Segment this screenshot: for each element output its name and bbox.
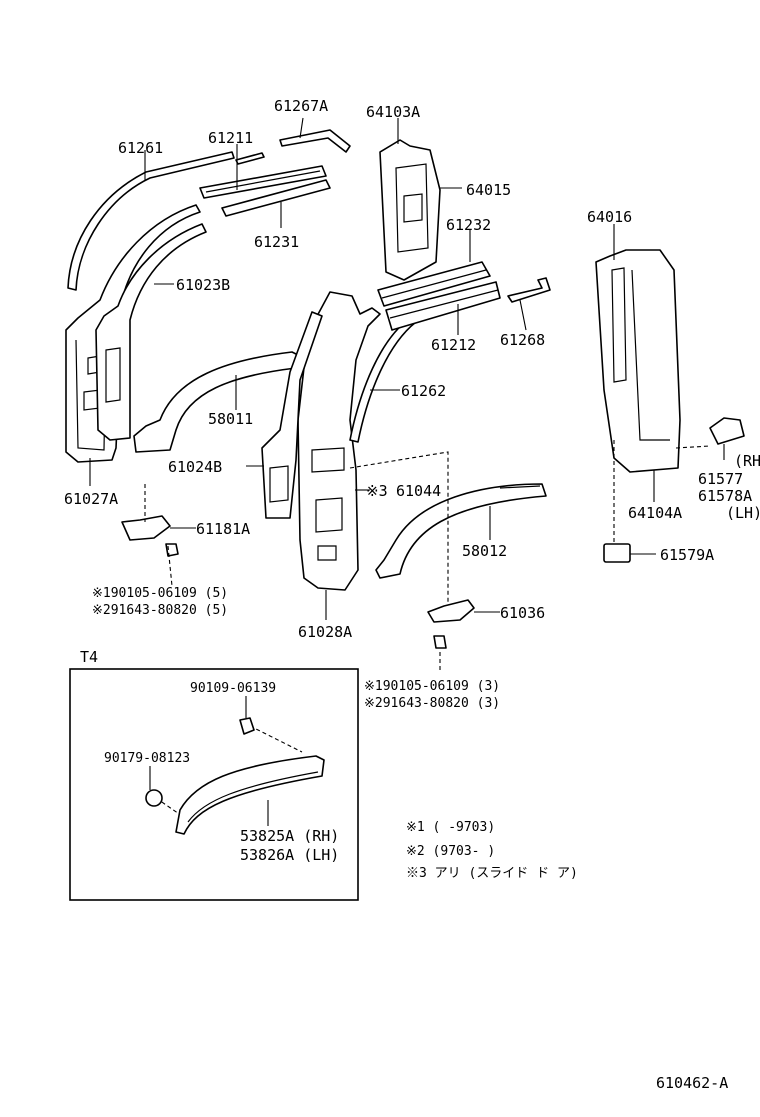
label-64104A: 64104A <box>628 504 682 522</box>
part-61579A-shape <box>603 543 631 563</box>
part-64103A-shape <box>379 139 441 281</box>
label-64103A: 64103A <box>366 103 420 121</box>
part-61028A-shape <box>297 291 381 591</box>
part-61212-shape <box>385 281 501 331</box>
label-64015: 64015 <box>466 181 511 199</box>
label-61036: 61036 <box>500 604 545 622</box>
label-mark3: ※3 <box>366 482 388 500</box>
label-53825A: 53825A (RH) <box>240 827 339 845</box>
label-58011: 58011 <box>208 410 253 428</box>
legend-2: ※2 (9703- ) <box>406 844 495 859</box>
legend-3: ※3 アリ (スライド ド ア) <box>406 866 578 881</box>
part-61024B-shape <box>95 223 207 441</box>
label-61181A: 61181A <box>196 520 250 538</box>
label-rh: (RH <box>734 452 760 470</box>
label-61211: 61211 <box>208 129 253 147</box>
inset-box <box>69 668 359 901</box>
label-61267A: 61267A <box>274 97 328 115</box>
label-61577: 61577 <box>698 470 743 488</box>
diagram-id: 610462-A <box>656 1074 728 1092</box>
label-61261: 61261 <box>118 139 163 157</box>
inset-bolt-shape <box>239 717 255 735</box>
part-61231-shape <box>221 179 331 217</box>
label-61578A: 61578A <box>698 487 752 505</box>
label-61232: 61232 <box>446 216 491 234</box>
inset-title: T4 <box>80 648 98 666</box>
note-center-1: ※190105-06109 (3) <box>364 679 500 694</box>
label-58012: 58012 <box>462 542 507 560</box>
label-61023B: 61023B <box>176 276 230 294</box>
label-61579A: 61579A <box>660 546 714 564</box>
label-lh: (LH) <box>726 504 760 522</box>
label-61231: 61231 <box>254 233 299 251</box>
inset-clip-shape <box>145 789 163 807</box>
part-61211-shape <box>199 165 327 199</box>
label-61027A: 61027A <box>64 490 118 508</box>
label-90109-06139: 90109-06139 <box>190 681 276 696</box>
part-61268-shape <box>507 277 551 303</box>
small-strip-shape <box>235 152 265 165</box>
label-61212: 61212 <box>431 336 476 354</box>
part-53825A-shape <box>175 755 325 835</box>
legend-1: ※1 ( -9703) <box>406 820 495 835</box>
note-left-1: ※190105-06109 (5) <box>92 586 228 601</box>
part-61181A-shape <box>121 515 179 557</box>
label-61262: 61262 <box>401 382 446 400</box>
part-61036-shape <box>427 599 475 649</box>
label-61044: 61044 <box>396 482 441 500</box>
label-53826A: 53826A (LH) <box>240 846 339 864</box>
part-61024B-inner-shape <box>261 311 323 519</box>
label-61268: 61268 <box>500 331 545 349</box>
label-61028A: 61028A <box>298 623 352 641</box>
note-center-2: ※291643-80820 (3) <box>364 696 500 711</box>
part-58012-shape <box>375 483 547 579</box>
part-61577-shape <box>709 417 745 445</box>
note-left-2: ※291643-80820 (5) <box>92 603 228 618</box>
part-61232-shape <box>377 261 491 307</box>
label-61024B: 61024B <box>168 458 222 476</box>
part-61261-shape <box>67 151 235 291</box>
label-64016: 64016 <box>587 208 632 226</box>
part-61267A-shape <box>279 129 351 153</box>
part-64016-shape <box>595 249 681 473</box>
label-90179-08123: 90179-08123 <box>104 751 190 766</box>
